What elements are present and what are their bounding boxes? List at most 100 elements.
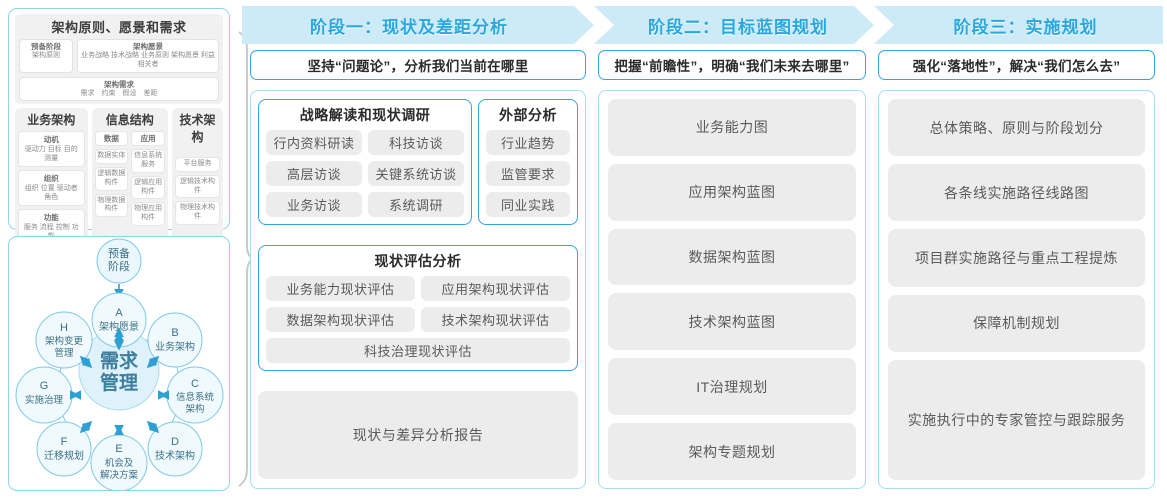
chip-item[interactable]: 关键系统访谈 [368,161,464,186]
current-state-assessment-group: 现状评估分析 业务能力现状评估 应用架构现状评估 数据架构现状评估 技术架构现状… [258,245,578,371]
group-title: 战略解读和现状调研 [299,107,431,123]
adm-node-E-label2: 解决方案 [100,469,139,481]
phase-3-header-text: 阶段三：实施规划 [953,17,1098,37]
phase-3-item-stack: 总体策略、原则与阶段划分 各条线实施路径线路图 项目群实施路径与重点工程提炼 保… [888,99,1145,481]
adm-node-F-letter: F [61,436,68,448]
architecture-vision-cell: 架构愿景 业务战略 技术战略 业务原则 架构愿景 利益相关者 [77,39,219,73]
cell-sub: 需求 约束 假设 差距 [80,89,158,97]
list-item[interactable]: 项目群实施路径与重点工程提炼 [888,229,1145,287]
technology-architecture-column: 技术架构 平台服务 逻辑技术构件 物理技术构件 [171,108,223,248]
phase-1-top-groups: 战略解读和现状调研 行内资料研读 科技访谈 高层访谈 关键系统访谈 业务访谈 系… [258,99,578,225]
cell-head: 架构愿景 [133,42,163,51]
list-item[interactable]: IT治理规划 [608,358,856,416]
adm-node-G-letter: G [40,380,49,392]
phase-3-header-shape [874,6,1163,44]
column-title: 技术架构 [179,113,216,145]
adm-center-line2: 管理 [100,371,138,394]
adm-node-H-label1: 架构变更 [45,335,84,347]
business-architecture-column: 业务架构 动机 驱动力 目标 目的 测量 组织 组织 位置 驱动者 角色 功能 … [15,108,88,248]
adm-node-F-label: 迁移规划 [44,449,84,462]
adm-node-B-label: 业务架构 [155,340,195,353]
chip-item[interactable]: 行内资料研读 [266,130,362,155]
phase-2-header: 阶段二：目标蓝图规划 [594,6,874,44]
adm-node-H-label2: 管理 [54,347,74,359]
strategy-research-chips: 行内资料研读 科技访谈 高层访谈 关键系统访谈 业务访谈 系统调研 [266,130,464,217]
phase-1-report-box[interactable]: 现状与差异分析报告 [258,391,578,479]
phase-2-header-shape [594,6,874,44]
application-subcolumn: 应用 信息系统服务 逻辑应用构件 物理应用构件 [131,131,165,226]
group-title: 外部分析 [499,107,557,123]
cell-sub: 架构原则 [32,52,60,60]
chip-item[interactable]: 业务访谈 [266,192,362,217]
strategy-research-group: 战略解读和现状调研 行内资料研读 科技访谈 高层访谈 关键系统访谈 业务访谈 系… [258,99,472,225]
information-structure-column: 信息结构 数据 数据实体 逻辑数据构件 物理数据构件 应用 信息系统服务 逻辑应… [91,108,168,248]
chip-item[interactable]: 行业趋势 [486,130,570,155]
adm-node-C-label1: 信息系统 [176,391,215,403]
column-title: 信息结构 [105,113,154,128]
list-item[interactable]: 应用架构蓝图 [608,163,856,221]
assessment-chips: 业务能力现状评估 应用架构现状评估 数据架构现状评估 技术架构现状评估 科技治理… [266,276,570,363]
motivation-cell: 动机 驱动力 目标 目的 测量 [18,131,85,167]
chip-item[interactable]: 系统调研 [368,192,464,217]
list-item[interactable]: 架构专题规划 [608,423,856,480]
adm-prelim-line1: 预备 [108,246,130,260]
column-title: 业务架构 [27,113,76,128]
list-item[interactable]: 业务能力图 [608,99,856,156]
togaf-content-framework-panel: 架构原则、愿景和需求 预备阶段 架构原则 架构愿景 业务战略 技术战略 业务原则… [8,8,230,292]
adm-node-B-letter: B [171,327,178,339]
data-subcolumn: 数据 数据实体 逻辑数据构件 物理数据构件 [94,131,129,226]
list-item[interactable]: 实施执行中的专家管控与跟踪服务 [888,359,1145,481]
adm-node-D-letter: D [171,436,179,448]
phase-2-item-stack: 业务能力图 应用架构蓝图 数据架构蓝图 技术架构蓝图 IT治理规划 架构专题规划 [608,99,856,480]
adm-cycle-panel: 预备 阶段 需求 管理 A 架构愿景 B 业务架构 [8,236,230,491]
list-item[interactable]: 总体策略、原则与阶段划分 [888,99,1145,157]
organization-cell: 组织 组织 位置 驱动者 角色 [18,169,85,206]
external-analysis-chips: 行业趋势 监管要求 同业实践 [486,130,570,217]
chip-item[interactable]: 数据架构现状评估 [266,307,415,332]
list-item[interactable]: 数据架构蓝图 [608,228,856,286]
adm-node-D-label: 技术架构 [155,449,195,462]
adm-prelim-line2: 阶段 [108,259,130,273]
adm-node-E-letter: E [115,443,122,455]
external-analysis-group: 外部分析 行业趋势 监管要求 同业实践 [478,99,578,225]
phase-2-body: 业务能力图 应用架构蓝图 数据架构蓝图 技术架构蓝图 IT治理规划 架构专题规划 [598,90,866,489]
phase-1-header-shape [242,6,594,44]
adm-cycle-diagram: 预备 阶段 需求 管理 A 架构愿景 B 业务架构 [15,238,224,490]
phase-2-subtitle: 把握“前瞻性”，明确“我们未来去哪里” [598,50,866,80]
cell-head: 架构需求 [104,79,134,89]
chip-item[interactable]: 同业实践 [486,192,570,217]
togaf-section-title: 架构原则、愿景和需求 [51,20,187,35]
chip-item[interactable]: 业务能力现状评估 [266,276,415,301]
list-item[interactable]: 各条线实施路径线路图 [888,164,1145,222]
chip-item[interactable]: 高层访谈 [266,161,362,186]
adm-node-A-letter: A [115,307,123,319]
phase-3-subtitle: 强化“落地性”，解决“我们怎么去” [878,50,1155,80]
phase-3-header: 阶段三：实施规划 [874,6,1163,44]
chip-item[interactable]: 科技访谈 [368,130,464,155]
phase-1-header-text: 阶段一：现状及差距分析 [310,17,508,37]
adm-node-G-label: 实施治理 [25,394,64,406]
list-item[interactable]: 技术架构蓝图 [608,293,856,351]
chip-item[interactable]: 技术架构现状评估 [421,307,570,332]
phase-3-body: 总体策略、原则与阶段划分 各条线实施路径线路图 项目群实施路径与重点工程提炼 保… [878,90,1155,489]
adm-node-C-label2: 架构 [185,403,204,415]
group-title: 现状评估分析 [374,253,462,269]
phase-1-body: 战略解读和现状调研 行内资料研读 科技访谈 高层访谈 关键系统访谈 业务访谈 系… [250,90,586,489]
adm-node-A-label: 架构愿景 [99,320,139,333]
cell-head: 预备阶段 [31,42,61,51]
chip-item[interactable]: 监管要求 [486,161,570,186]
architecture-domain-columns: 业务架构 动机 驱动力 目标 目的 测量 组织 组织 位置 驱动者 角色 功能 … [15,108,223,248]
cell-sub: 业务战略 技术战略 业务原则 架构愿景 利益相关者 [81,52,215,69]
adm-node-H-letter: H [60,322,68,334]
chip-item-wide[interactable]: 科技治理现状评估 [266,338,570,363]
phase-1-header: 阶段一：现状及差距分析 [242,6,594,44]
architecture-principles-block: 架构原则、愿景和需求 预备阶段 架构原则 架构愿景 业务战略 技术战略 业务原则… [15,14,223,105]
phase-2-header-text: 阶段二：目标蓝图规划 [648,17,828,37]
prelim-phase-cell: 预备阶段 架构原则 [19,39,73,73]
chip-item[interactable]: 应用架构现状评估 [421,276,570,301]
list-item[interactable]: 保障机制规划 [888,294,1145,352]
phase-1-subtitle: 坚持“问题论”，分析我们当前在哪里 [250,50,586,80]
architecture-requirements-cell: 架构需求 需求 约束 假设 差距 [19,76,219,102]
adm-node-C-letter: C [191,378,199,390]
